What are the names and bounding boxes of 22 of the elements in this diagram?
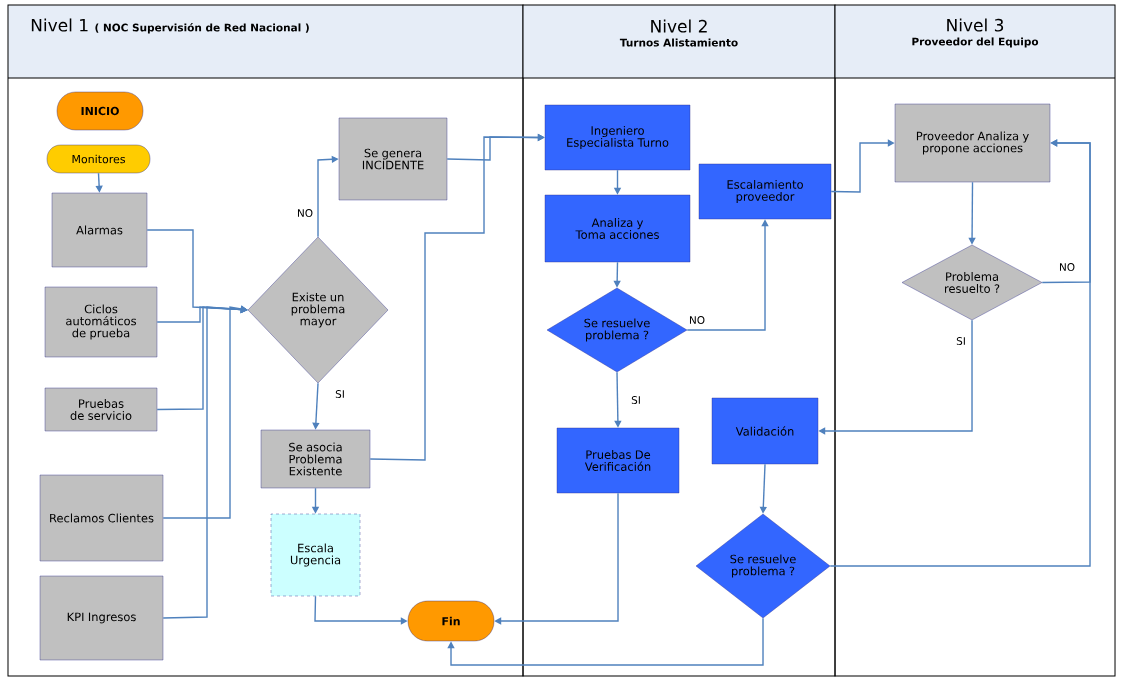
edge-label: NO (298, 209, 313, 217)
connector-arrow (829, 139, 1091, 567)
edge-label: SI (631, 396, 640, 404)
edge-label: SI (335, 390, 344, 398)
process-box: KPI Ingresos (39, 575, 164, 661)
connector-arrow (447, 617, 764, 666)
process-box: Proveedor Analiza y propone acciones (894, 103, 1051, 183)
edge-label: NO (1060, 263, 1075, 271)
process-box: Escala Urgencia (270, 513, 361, 597)
process-box: Se asocia Problema Existente (260, 429, 371, 489)
process-box: Analiza y Toma acciones (544, 194, 691, 263)
edge-label: NO (690, 316, 705, 324)
process-box: Pruebas De Verificación (556, 427, 680, 494)
process-box: Alarmas (51, 192, 148, 268)
process-box: Ingeniero Especialista Turno (544, 104, 691, 171)
process-box: Validación (711, 397, 819, 465)
process-box: Ciclos automáticos de prueba (44, 286, 158, 358)
process-box: Reclamos Clientes (39, 474, 164, 562)
process-box: Escalamiento proveedor (698, 163, 832, 220)
edge-label: SI (956, 337, 965, 345)
process-box: Pruebas de servicio (44, 387, 158, 432)
process-box: Se genera INCIDENTE (338, 117, 448, 201)
